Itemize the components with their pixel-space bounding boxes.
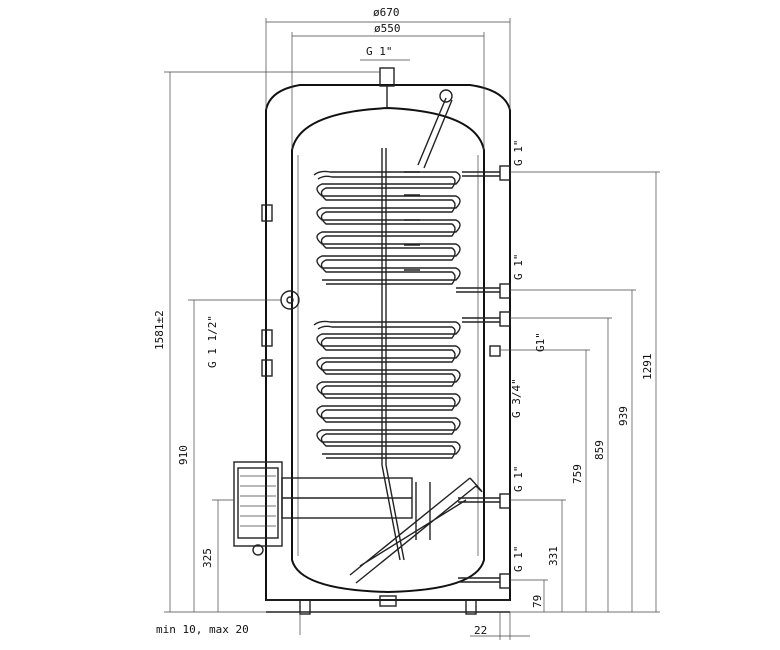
label-h79: 79 — [531, 595, 544, 608]
right-foot — [465, 599, 477, 615]
dimension-lines — [164, 18, 660, 640]
label-offset-22: 22 — [474, 624, 487, 637]
label-h859: 859 — [593, 440, 606, 460]
label-h1291: 1291 — [641, 354, 654, 381]
label-total-height: 1581±2 — [153, 310, 166, 350]
label-inner-diameter: ø550 — [374, 22, 401, 35]
label-top-connection: G 1" — [366, 45, 393, 58]
label-right-connection-4: G 3/4" — [510, 378, 523, 418]
top-connector — [379, 67, 395, 87]
label-h759: 759 — [571, 464, 584, 484]
anode-port — [280, 290, 300, 310]
label-h910: 910 — [177, 445, 190, 465]
left-foot — [299, 599, 311, 615]
sensor-fitting — [439, 89, 453, 103]
label-right-connection-1: G 1" — [512, 140, 525, 167]
upper-coil — [313, 170, 500, 293]
right-stubs — [489, 165, 511, 589]
bottom-drain — [379, 595, 397, 607]
outer-jacket — [265, 84, 511, 601]
label-h331: 331 — [547, 546, 560, 566]
label-heater-connection: G 1 1/2" — [206, 315, 219, 368]
immersion-tubes — [349, 89, 483, 584]
label-h939: 939 — [617, 406, 630, 426]
label-right-connection-3: G1" — [534, 332, 547, 352]
dimension-labels: ø670 ø550 G 1" 1581±2 910 325 G 1 1/2" G… — [153, 6, 654, 637]
label-right-connection-6: G 1" — [512, 546, 525, 573]
label-feet-height: min 10, max 20 — [156, 623, 249, 636]
tank-body — [265, 67, 511, 615]
label-outer-diameter: ø670 — [373, 6, 400, 19]
heater-box — [233, 461, 413, 556]
label-h325: 325 — [201, 548, 214, 568]
left-fittings — [261, 204, 300, 377]
inner-vessel — [291, 106, 485, 594]
label-right-connection-2: G 1" — [512, 254, 525, 281]
label-right-connection-5: G 1" — [512, 466, 525, 493]
lower-coil — [313, 317, 500, 583]
